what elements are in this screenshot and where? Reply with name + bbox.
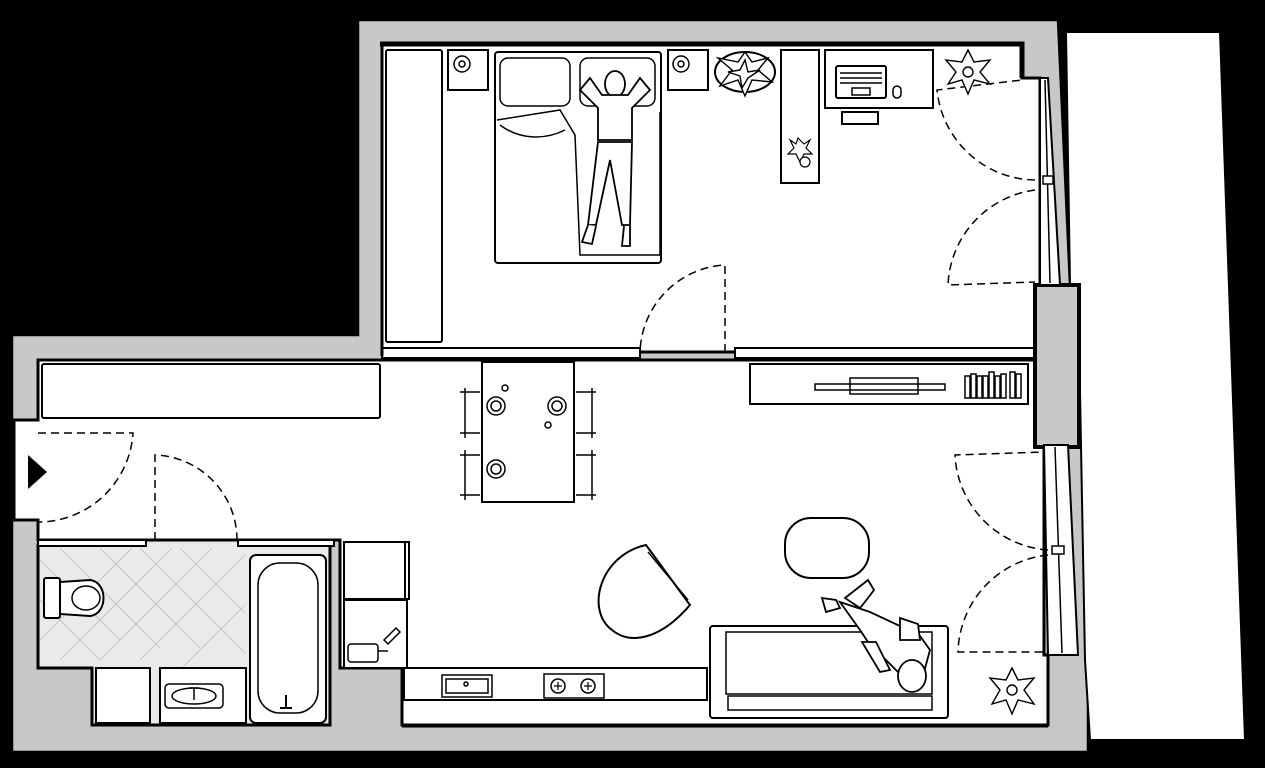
person-sitting-icon: [820, 578, 931, 693]
bedroom-window: [1039, 77, 1062, 286]
laptop-icon: [835, 65, 887, 99]
dining-chairs: [460, 388, 596, 500]
person-lying-icon: [578, 70, 652, 247]
stove-icon: [543, 673, 605, 699]
washing-machine: [95, 667, 151, 724]
books-icon: [964, 371, 1022, 399]
bathroom-walls: [37, 539, 335, 547]
balcony-door-bedroom-lower: [947, 189, 1036, 286]
bathroom-door: [154, 454, 238, 541]
plant-icon: [988, 666, 1036, 716]
entrance-arrow-icon: [28, 455, 47, 489]
mouse-icon: [892, 85, 902, 99]
cutting-board-icon: [347, 626, 402, 663]
fridge-door: [404, 541, 410, 600]
lamp-icon: [453, 55, 471, 73]
plant-icon: [715, 50, 775, 98]
desk-chair: [841, 111, 879, 125]
structural-column: [1033, 283, 1081, 449]
bedroom-wall-outline: [380, 41, 1025, 78]
partition-wall-right: [734, 347, 1036, 359]
bathtub: [249, 554, 327, 724]
kitchen-sink: [441, 674, 493, 698]
coffee-table: [784, 517, 870, 579]
balcony-door-bedroom-upper: [936, 79, 1036, 181]
fridge: [343, 541, 408, 600]
balcony: [1064, 31, 1247, 741]
balcony-door-living-upper: [954, 451, 1049, 551]
hallway-wardrobe: [41, 363, 381, 419]
wardrobe: [385, 49, 443, 343]
living-wall-outline: [36, 358, 382, 420]
nightstand-right: [667, 49, 709, 91]
entrance-door: [37, 432, 134, 523]
toilet: [43, 577, 105, 619]
kitchen-counter: [403, 667, 708, 701]
lamp-icon: [672, 55, 690, 73]
dining-table: [481, 361, 575, 503]
plant-icon: [944, 48, 992, 96]
washbasin: [159, 667, 247, 724]
partition-wall-left: [381, 347, 641, 359]
living-window: [1042, 444, 1080, 656]
armchair: [597, 543, 692, 639]
balcony-door-living-lower: [957, 554, 1049, 653]
bedroom-door: [639, 264, 726, 353]
small-plant-icon: [786, 136, 814, 168]
kitchen-counter-side: [343, 599, 408, 669]
